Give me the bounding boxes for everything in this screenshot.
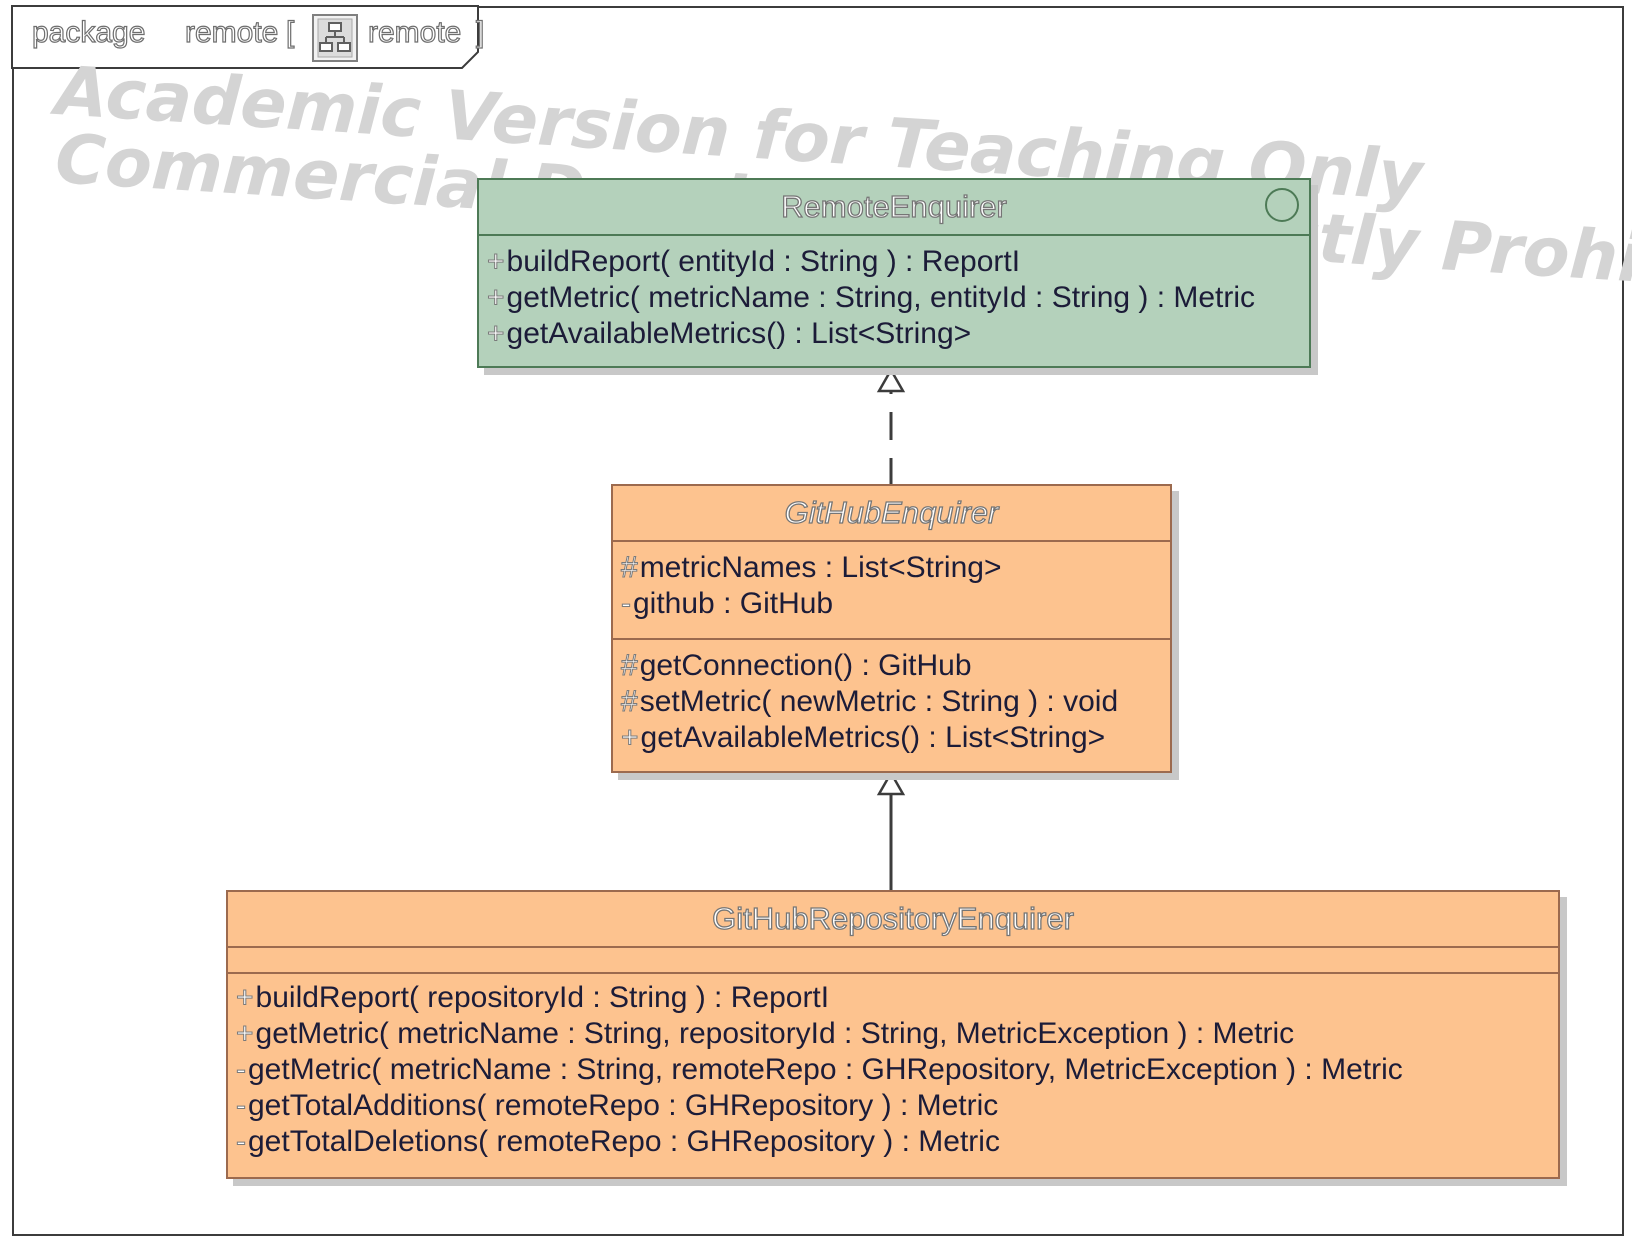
class-name: RemoteEnquirer xyxy=(780,188,1007,224)
operation-row[interactable]: -getTotalAdditions( remoteRepo : GHRepos… xyxy=(236,1089,999,1123)
generalization-arrowhead xyxy=(876,770,906,796)
operations-compartment: #getConnection() : GitHub #setMetric( ne… xyxy=(613,638,1170,773)
attribute-row[interactable]: #metricNames : List<String> xyxy=(621,551,1002,585)
remote-enquirer-interface[interactable]: RemoteEnquirer +buildReport( entityId : … xyxy=(477,178,1311,368)
package-name: remote xyxy=(184,15,279,49)
attributes-compartment: #metricNames : List<String> -github : Gi… xyxy=(613,540,1170,638)
operation-row[interactable]: +buildReport( entityId : String ) : Repo… xyxy=(487,245,1021,279)
package-tab xyxy=(11,5,479,69)
class-name: GitHubRepositoryEnquirer xyxy=(711,900,1074,936)
operation-row[interactable]: +getMetric( metricName : String, entityI… xyxy=(487,281,1256,315)
interface-circle-icon xyxy=(1265,188,1299,222)
operation-row[interactable]: -getMetric( metricName : String, remoteR… xyxy=(236,1053,1403,1087)
class-diagram-icon[interactable] xyxy=(312,14,358,62)
operation-row[interactable]: #setMetric( newMetric : String ) : void xyxy=(621,685,1119,719)
package-diagram-name: remote xyxy=(367,15,462,49)
attributes-compartment xyxy=(228,946,1558,974)
operation-row[interactable]: +getAvailableMetrics() : List<String> xyxy=(487,317,972,351)
github-enquirer-class[interactable]: GitHubEnquirer #metricNames : List<Strin… xyxy=(611,484,1172,773)
attribute-row[interactable]: -github : GitHub xyxy=(621,587,834,621)
operations-compartment: +buildReport( repositoryId : String ) : … xyxy=(228,972,1558,1179)
operation-row[interactable]: +getAvailableMetrics() : List<String> xyxy=(621,721,1106,755)
operations-compartment: +buildReport( entityId : String ) : Repo… xyxy=(479,234,1309,368)
package-bracket-open: [ xyxy=(285,15,295,49)
package-keyword: package xyxy=(31,15,146,49)
operation-row[interactable]: #getConnection() : GitHub xyxy=(621,649,972,683)
realization-arrowhead xyxy=(876,367,906,393)
operation-row[interactable]: +buildReport( repositoryId : String ) : … xyxy=(236,981,830,1015)
package-bracket-close: ] xyxy=(475,15,485,49)
relationship-layer xyxy=(876,367,906,891)
github-repository-enquirer-class[interactable]: GitHubRepositoryEnquirer +buildReport( r… xyxy=(226,890,1560,1179)
operation-row[interactable]: -getTotalDeletions( remoteRepo : GHRepos… xyxy=(236,1125,1000,1159)
operation-row[interactable]: +getMetric( metricName : String, reposit… xyxy=(236,1017,1295,1051)
class-name: GitHubEnquirer xyxy=(784,494,999,530)
